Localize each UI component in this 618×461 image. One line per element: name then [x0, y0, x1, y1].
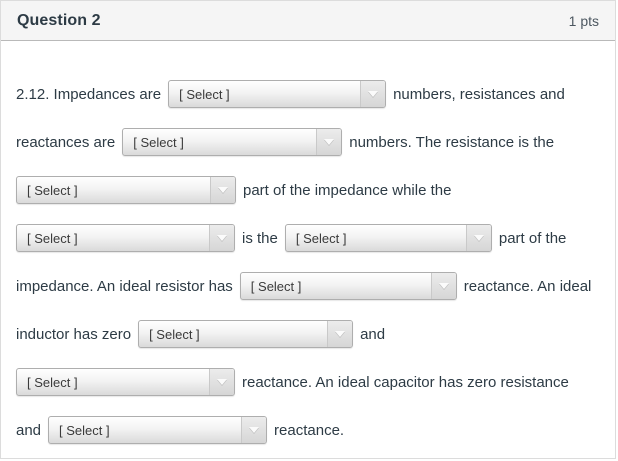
select-label: [ Select ]	[27, 230, 78, 246]
select-label: [ Select ]	[250, 278, 302, 294]
question-line-7: [ Select ] reactance. An ideal capacitor…	[16, 358, 599, 406]
question-text: inductor has zero	[16, 325, 132, 343]
question-text: part of the impedance while the	[243, 181, 452, 199]
question-text: reactance. An ideal capacitor has zero r…	[242, 373, 569, 391]
select-impedance-part[interactable]: [ Select ]	[284, 224, 492, 252]
question-text: and	[16, 421, 42, 439]
question-header: Question 2 1 pts	[1, 1, 615, 41]
question-text: 2.12. Impedances are	[16, 85, 162, 103]
chevron-down-icon	[430, 273, 456, 299]
question-title: Question 2	[17, 11, 101, 29]
question-line-8: and [ Select ] reactance.	[16, 406, 599, 454]
select-reactance-number-type[interactable]: [ Select ]	[122, 128, 343, 156]
select-label: [ Select ]	[27, 374, 78, 390]
select-label: [ Select ]	[295, 230, 347, 246]
question-line-4: [ Select ] is the [ Select ] part of the	[16, 214, 599, 262]
chevron-down-icon	[316, 129, 342, 155]
question-text: is the	[242, 229, 278, 247]
question-text: reactances are	[16, 133, 116, 151]
question-line-2: reactances are [ Select ] numbers. The r…	[16, 118, 599, 166]
select-label: [ Select ]	[179, 86, 230, 102]
select-label: [ Select ]	[27, 182, 78, 198]
select-inductor-reactance-sign[interactable]: [ Select ]	[16, 368, 235, 396]
question-text: numbers. The resistance is the	[349, 133, 555, 151]
question-text: numbers, resistances and	[393, 85, 565, 103]
chevron-down-icon	[209, 369, 234, 395]
chevron-down-icon	[241, 417, 267, 443]
question-text: reactance. An ideal	[463, 277, 592, 295]
question-text: and	[360, 325, 386, 343]
select-inductor-zero-property[interactable]: [ Select ]	[138, 320, 354, 348]
chevron-down-icon	[360, 81, 386, 107]
chevron-down-icon	[465, 225, 491, 251]
select-label: [ Select ]	[59, 422, 110, 438]
question-text: impedance. An ideal resistor has	[16, 277, 233, 295]
question-line-1: 2.12. Impedances are [ Select ] numbers,…	[16, 70, 599, 118]
chevron-down-icon	[327, 321, 353, 347]
select-resistance-part[interactable]: [ Select ]	[16, 176, 236, 204]
question-line-3: [ Select ] part of the impedance while t…	[16, 166, 599, 214]
question-text: part of the	[498, 229, 567, 247]
question-line-6: inductor has zero [ Select ] and	[16, 310, 599, 358]
select-label: [ Select ]	[149, 326, 200, 342]
select-impedance-number-type[interactable]: [ Select ]	[168, 80, 387, 108]
select-label: [ Select ]	[133, 134, 184, 150]
select-capacitor-reactance-sign[interactable]: [ Select ]	[48, 416, 268, 444]
question-points: 1 pts	[568, 12, 599, 29]
question-body: 2.12. Impedances are [ Select ] numbers,…	[1, 41, 615, 454]
select-reactance-term[interactable]: [ Select ]	[16, 224, 235, 252]
question-text: reactance.	[274, 421, 345, 439]
question-line-5: impedance. An ideal resistor has [ Selec…	[16, 262, 599, 310]
chevron-down-icon	[210, 177, 235, 203]
select-resistor-reactance[interactable]: [ Select ]	[239, 272, 457, 300]
chevron-down-icon	[209, 225, 234, 251]
